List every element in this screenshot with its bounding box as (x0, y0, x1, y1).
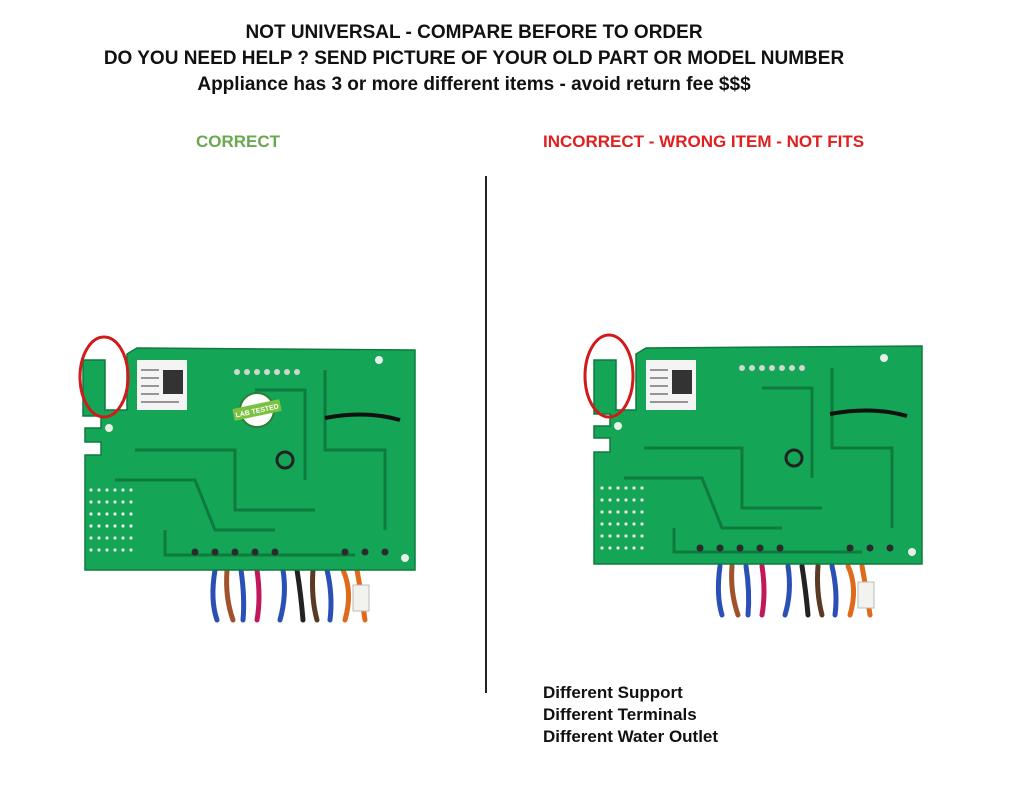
correct-label: CORRECT (196, 132, 281, 151)
header-line-2: DO YOU NEED HELP ? SEND PICTURE OF YOUR … (103, 48, 845, 69)
incorrect-board-image (583, 333, 923, 618)
difference-item: Different Terminals (543, 705, 697, 724)
incorrect-label: INCORRECT - WRONG ITEM - NOT FITS (543, 132, 865, 151)
divider-line (485, 176, 487, 693)
highlight-circle-icon (583, 333, 635, 419)
header-line-3: Appliance has 3 or more different items … (197, 74, 751, 95)
difference-item: Different Support (543, 683, 683, 702)
differences-list: Different Support Different Terminals Di… (543, 682, 718, 748)
header-line-1: NOT UNIVERSAL - COMPARE BEFORE TO ORDER (245, 22, 703, 43)
difference-item: Different Water Outlet (543, 727, 719, 746)
highlight-circle-icon (78, 335, 130, 419)
lab-tested-badge: LAB TESTED (232, 392, 282, 428)
correct-board-image: LAB TESTED (78, 335, 416, 623)
